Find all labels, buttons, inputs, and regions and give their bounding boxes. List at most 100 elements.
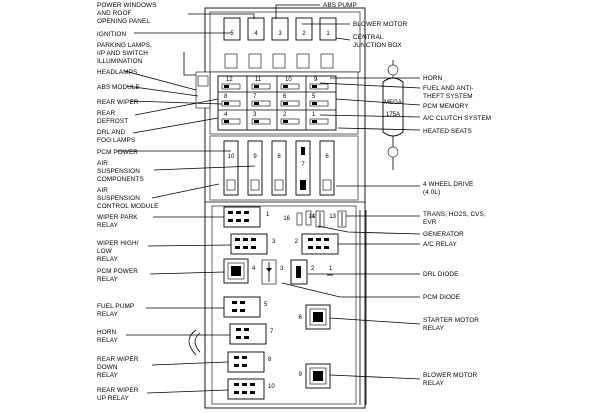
labels-left: POWER WINDOWS AND ROOF OPENING PANEL IGN… <box>97 2 159 402</box>
label-line: FOG LAMPS <box>97 137 135 144</box>
relay-number: 1 <box>266 212 270 218</box>
small-fuse-label: 14 <box>308 214 315 220</box>
label-line: STARTER MOTOR <box>423 317 479 324</box>
label-line: GENERATOR <box>423 231 464 238</box>
label-wiper-park-relay: WIPER PARK RELAY <box>97 214 140 229</box>
label-line: PCM POWER <box>97 149 138 156</box>
label-starter-motor-relay: STARTER MOTOR RELAY <box>423 317 481 332</box>
label-line: LOW <box>97 248 113 255</box>
label-horn: HORN <box>423 75 443 82</box>
label-line: 4 WHEEL DRIVE <box>423 181 473 188</box>
label-line: PCM MEMORY <box>423 103 469 110</box>
maxi-fuse-1: 1 <box>319 17 337 69</box>
label-line: PCM POWER <box>97 268 138 275</box>
label-line: BLOWER MOTOR <box>353 21 408 28</box>
relay-number: 8 <box>268 357 272 363</box>
label-fuel-anti-theft: FUEL AND ANTI- THEFT SYSTEM <box>423 85 475 100</box>
label-line: DOWN <box>97 364 118 371</box>
label-line: AIR <box>97 160 108 167</box>
label-air-suspension-module: AIR SUSPENSION CONTROL MODULE <box>97 187 159 210</box>
label-line: TRANS, HO2S, CVS, <box>423 211 486 218</box>
label-pcm-power-relay: PCM POWER RELAY <box>97 268 140 283</box>
label-line: CONTROL MODULE <box>97 203 159 210</box>
maxi-fuse-9: 9 <box>247 140 263 196</box>
relay-number: 2 <box>295 239 299 245</box>
mini-fuse-label: 8 <box>224 94 228 100</box>
relay-10: 10 <box>227 378 275 400</box>
maxi-fuse-5: 5 <box>223 17 241 69</box>
label-line: (4.0L) <box>423 189 440 196</box>
label-line: JUNCTION BOX <box>353 42 402 49</box>
label-blower-motor: BLOWER MOTOR <box>353 21 408 28</box>
diode-number: 1 <box>329 266 333 272</box>
relay-number: 5 <box>264 302 268 308</box>
label-line: HEATED SEATS <box>423 128 472 135</box>
label-line: A/C CLUTCH SYSTEM <box>423 115 491 122</box>
label-rear-wiper: REAR WIPER <box>97 99 139 106</box>
label-line: DRL DIODE <box>423 271 458 278</box>
maxi-fuse-label: 6 <box>325 154 329 160</box>
mini-fuse-label: 9 <box>314 77 318 83</box>
label-line: SUSPENSION <box>97 168 140 175</box>
relay-9: 9 <box>299 363 331 389</box>
maxi-fuse-6: 6 <box>319 140 335 196</box>
relay-3: 3 <box>230 233 276 255</box>
relay-7: 7 <box>229 323 274 345</box>
maxi-fuse-8: 8 <box>271 140 287 196</box>
label-line: AND ROOF <box>97 10 132 17</box>
label-line: WIPER HIGH/ <box>97 240 139 247</box>
label-line: COMPONENTS <box>97 176 144 183</box>
label-line: UP RELAY <box>97 395 129 402</box>
maxi-fuse-label: 8 <box>277 154 281 160</box>
mini-fuse-label: 5 <box>312 94 316 100</box>
label-line: WIPER PARK <box>97 214 138 221</box>
maxi-fuse-label: 10 <box>228 154 235 160</box>
label-horn-relay: HORN RELAY <box>97 329 119 344</box>
label-line: REAR WIPER <box>97 387 139 394</box>
maxi-fuses-mid: 10 9 8 7 6 <box>223 140 335 196</box>
relays-right: 2 6 9 <box>295 233 339 389</box>
maxi-fuse-label: 1 <box>326 31 330 37</box>
relay-number: 10 <box>268 384 275 390</box>
relay-number: 4 <box>252 266 256 272</box>
label-line: FUEL AND ANTI- <box>423 85 474 92</box>
label-parking-lamps: PARKING LAMPS, I/P AND SWITCH ILLUMINATI… <box>97 42 154 65</box>
mini-fuse-label: 12 <box>226 77 233 83</box>
relay-number: 3 <box>272 239 276 245</box>
relay-number: 9 <box>299 372 303 378</box>
small-fuse-label: 16 <box>283 216 290 222</box>
mini-fuse-label: 1 <box>312 112 316 118</box>
label-pcm-power: PCM POWER <box>97 149 138 156</box>
label-line: HORN <box>97 329 117 336</box>
label-drl-fog: DRL AND FOG LAMPS <box>97 129 135 144</box>
label-rear-defrost: REAR DEFROST <box>97 110 128 125</box>
maxi-fuse-7: 7 <box>295 140 311 196</box>
diode-number: 2 <box>311 266 315 272</box>
relay-number: 7 <box>270 329 274 335</box>
label-heated-seats: HEATED SEATS <box>423 128 472 135</box>
relay-8: 8 <box>227 351 272 373</box>
label-line: DRL AND <box>97 129 125 136</box>
label-line: POWER WINDOWS <box>97 2 157 9</box>
label-drl-diode: DRL DIODE <box>423 271 458 278</box>
maxi-fuse-label: 7 <box>301 162 305 168</box>
label-line: EVR <box>423 219 437 226</box>
label-line: REAR WIPER <box>97 99 139 106</box>
label-line: FUEL PUMP <box>97 303 134 310</box>
label-line: ABS PUMP <box>323 2 357 9</box>
label-line: SUSPENSION <box>97 195 140 202</box>
label-line: THEFT SYSTEM <box>423 93 473 100</box>
label-line: A/C RELAY <box>423 241 457 248</box>
label-trans-ho2s: TRANS, HO2S, CVS, EVR <box>423 211 488 226</box>
maxi-fuse-2: 2 <box>295 17 313 69</box>
label-line: RELAY <box>97 337 119 344</box>
maxi-fuse-4: 4 <box>247 17 265 69</box>
label-power-windows: POWER WINDOWS AND ROOF OPENING PANEL <box>97 2 158 25</box>
labels-right: ABS PUMP BLOWER MOTOR CENTRAL JUNCTION B… <box>323 2 491 387</box>
label-line: AIR <box>97 187 108 194</box>
mega-fuse: MEGA 175A <box>382 60 404 170</box>
label-line: HEADLAMPS <box>97 69 137 76</box>
mini-fuse-label: 4 <box>224 112 228 118</box>
label-line: DEFROST <box>97 118 128 125</box>
